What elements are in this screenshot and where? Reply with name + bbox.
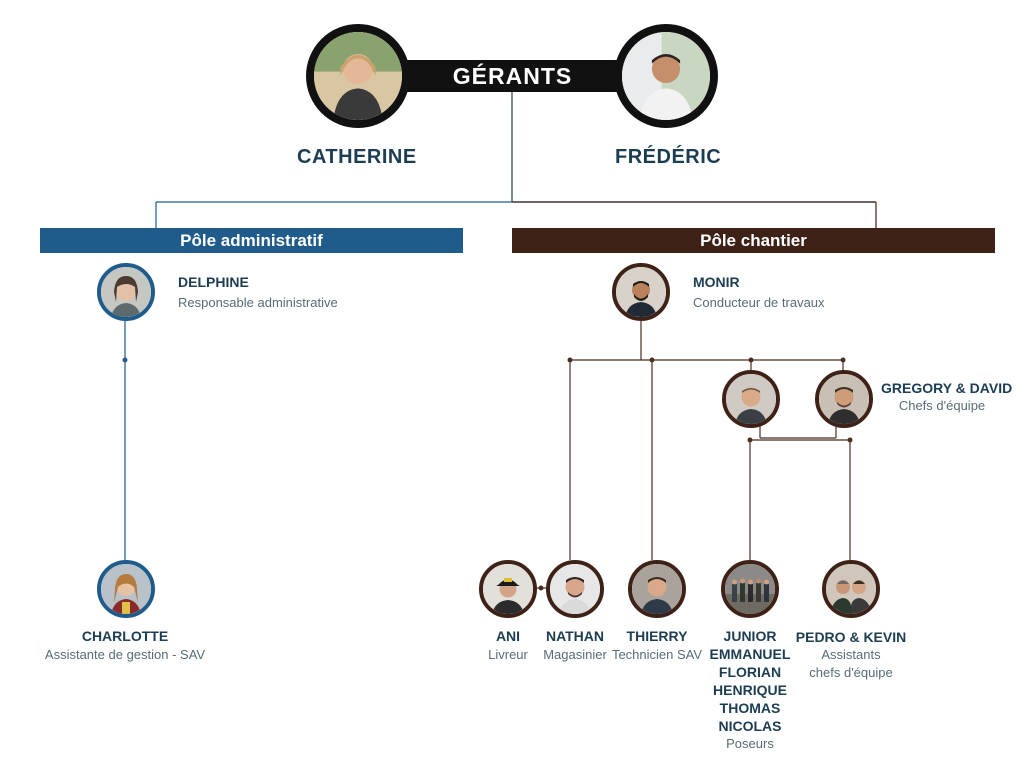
monir-avatar [612,263,670,321]
delphine-role: Responsable administrative [178,295,338,310]
monir-role: Conducteur de travaux [693,295,825,310]
ani-role: Livreur [488,647,528,662]
poseur-name: THOMAS [719,700,781,716]
pedro-kevin-name: PEDRO & KEVIN [795,629,907,645]
charlotte-avatar [97,560,155,618]
nathan-role: Magasinier [543,647,607,662]
charlotte-name: CHARLOTTE [81,628,169,644]
charlotte-role: Assistante de gestion - SAV [44,647,206,662]
pedro-kevin-role-line1: Assistants [821,647,881,662]
thierry-role: Technicien SAV [611,647,703,662]
poseur-name: JUNIOR [723,628,777,644]
poseur-name: NICOLAS [718,718,782,734]
thierry-avatar [628,560,686,618]
poseur-name: EMMANUEL [709,646,791,662]
catherine-avatar [306,24,410,128]
thierry-name: THIERRY [626,628,688,644]
pedro-kevin-block: PEDRO & KEVIN Assistants chefs d'équipe [795,628,907,682]
poseurs-role: Poseurs [726,736,774,751]
gerants-title: GÉRANTS [400,60,625,92]
gregory-avatar [722,370,780,428]
ani-avatar [479,560,537,618]
david-avatar [815,370,873,428]
pole-chantier-banner: Pôle chantier [512,228,995,253]
delphine-avatar [97,263,155,321]
nathan-name: NATHAN [545,628,605,644]
ani-name: ANI [495,628,521,644]
poseurs-group-avatar [721,560,779,618]
delphine-name: DELPHINE [178,274,249,290]
monir-name: MONIR [693,274,740,290]
pedro-kevin-avatar [822,560,880,618]
catherine-name: CATHERINE [297,146,417,168]
poseur-name: FLORIAN [718,664,782,680]
poseur-name: HENRIQUE [713,682,787,698]
pole-administratif-banner: Pôle administratif [40,228,463,253]
gregory-david-name: GREGORY & DAVID [881,380,1013,396]
poseurs-list: JUNIOR EMMANUEL FLORIAN HENRIQUE THOMAS … [705,627,795,753]
frederic-avatar [614,24,718,128]
gregory-david-role: Chefs d'équipe [898,398,986,413]
nathan-avatar [546,560,604,618]
frederic-name: FRÉDÉRIC [615,146,722,168]
pedro-kevin-role-line2: chefs d'équipe [809,665,893,680]
